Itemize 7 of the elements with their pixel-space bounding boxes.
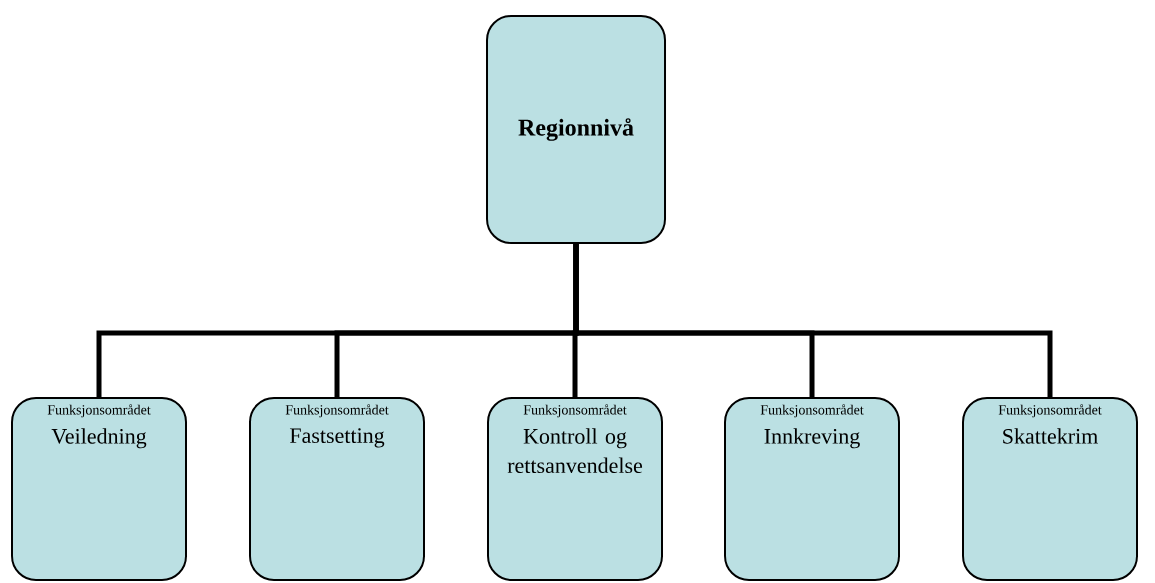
org-box: Funksjonsområdet Veiledning — [11, 397, 187, 581]
org-box: Funksjonsområdet Fastsetting — [249, 397, 425, 581]
org-box: Funksjonsområdet Kontroll og rettsanvendelse — [487, 397, 663, 581]
org-box: Funksjonsområdet Innkreving — [724, 397, 900, 581]
org-box: Funksjonsområdet Skattekrim — [962, 397, 1138, 581]
org-box: Regionnivå — [486, 15, 666, 244]
connector-line — [573, 243, 1053, 397]
